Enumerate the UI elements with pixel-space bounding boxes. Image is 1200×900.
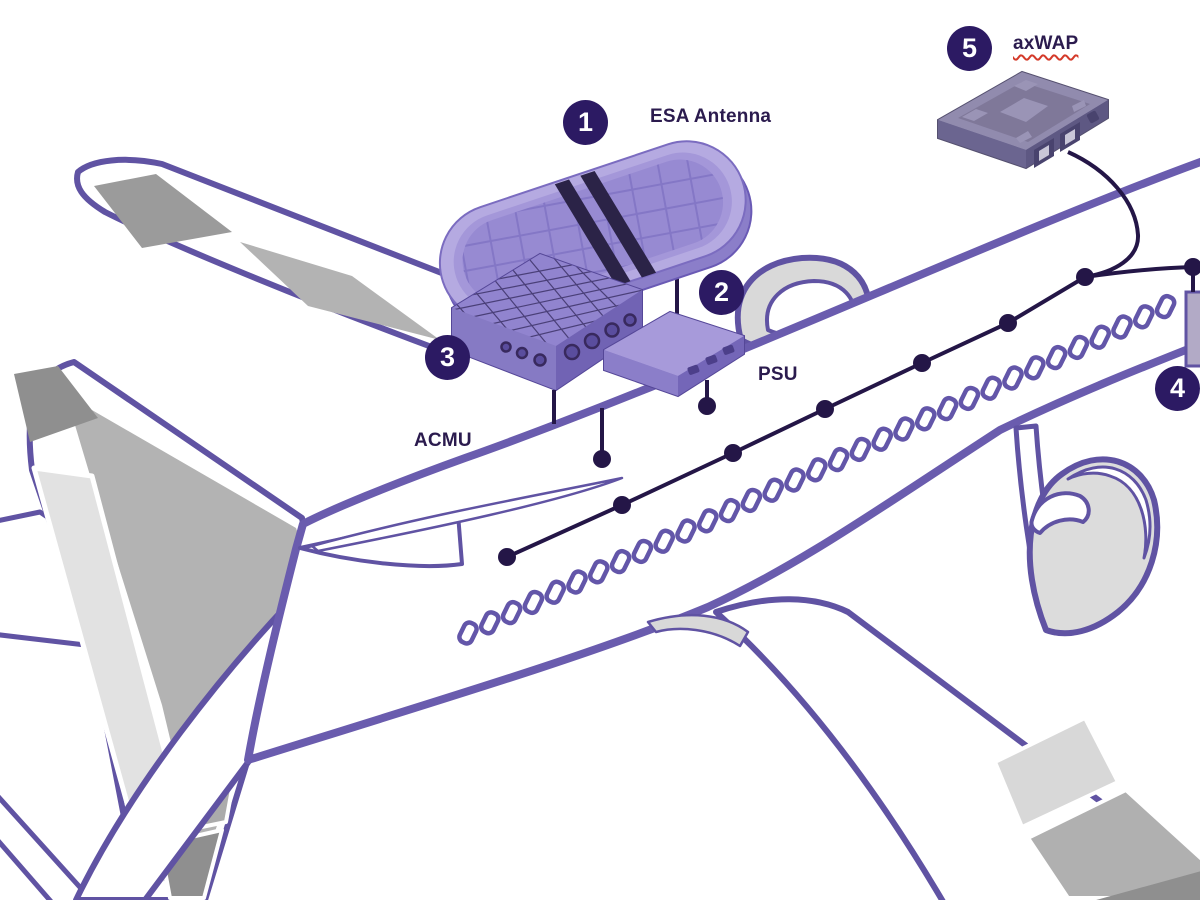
cabin-window <box>871 426 894 452</box>
cabin-window <box>958 385 981 412</box>
cabin-window <box>566 569 588 595</box>
cabin-window <box>1111 314 1133 340</box>
label-esa-antenna: ESA Antenna <box>650 106 772 127</box>
component-axwap <box>937 70 1109 170</box>
cabin-window <box>805 457 828 483</box>
component-psu <box>603 310 745 398</box>
acmu-top <box>452 254 642 346</box>
cable-nodes <box>498 258 1200 566</box>
cabin-window <box>609 548 632 575</box>
cabin-window <box>478 610 501 636</box>
cabin-window <box>1067 334 1090 361</box>
cabin-window <box>936 395 959 422</box>
axwap-corner-pads <box>962 80 1086 143</box>
tail-corner-lines <box>0 794 95 900</box>
cabin-window <box>675 518 697 544</box>
label-acmu: ACMU <box>414 430 472 451</box>
axwap-center-pad <box>1000 98 1048 122</box>
cabin-window <box>980 375 1003 401</box>
component-acmu <box>451 252 643 392</box>
cabin-window <box>696 508 719 534</box>
cabin-window <box>544 579 567 605</box>
axwap-front <box>938 120 1026 168</box>
acmu-connectors <box>500 313 637 367</box>
fin-panel-mid <box>66 395 305 872</box>
far-wing-panel-dark <box>94 174 232 248</box>
antenna-stripe-1 <box>554 179 631 287</box>
axwap-cable <box>1067 150 1141 279</box>
far-wing-panel-mid <box>240 242 440 340</box>
cabin-window <box>500 599 523 626</box>
belly-crease <box>310 476 624 553</box>
near-wing <box>646 596 1200 900</box>
cabin-window <box>1089 324 1112 350</box>
fin-panel-dark <box>14 366 98 442</box>
psu-front <box>604 350 678 396</box>
cabin-window <box>457 620 479 646</box>
cable-network <box>498 150 1200 566</box>
psu-ports <box>687 344 735 375</box>
cabin-window <box>827 446 850 473</box>
cabin-window <box>1023 355 1046 381</box>
wing-root-fairing <box>646 613 750 648</box>
psu-top <box>604 312 744 376</box>
cabin-window <box>1002 365 1024 391</box>
cabin-window <box>631 538 654 565</box>
cabin-window <box>522 589 545 616</box>
cabin-window <box>784 467 806 493</box>
cabin-window <box>1132 304 1155 330</box>
cabin-window <box>762 477 785 503</box>
callout-badge-1: 1 <box>563 100 608 145</box>
cabin-window <box>1154 293 1177 320</box>
cabin-windows <box>457 293 1177 646</box>
cabin-window <box>653 528 676 554</box>
callout-badge-2: 2 <box>699 270 744 315</box>
cabin-window <box>893 416 915 442</box>
axwap-ports <box>1034 110 1100 168</box>
cabin-window <box>718 497 741 524</box>
cabin-window <box>1045 344 1068 371</box>
label-psu: PSU <box>758 364 798 385</box>
near-wing-panel-mid <box>1026 788 1200 900</box>
engine-near-lip <box>1066 465 1152 560</box>
cabin-window <box>914 406 937 432</box>
cabin-window <box>587 559 610 585</box>
engine-near <box>1013 423 1161 637</box>
cabin-window <box>740 487 763 514</box>
callout-badge-3: 3 <box>425 335 470 380</box>
callout-badge-5: 5 <box>947 26 992 71</box>
near-wing-panel-dark <box>1096 871 1200 900</box>
callout-badge-4: 4 <box>1155 366 1200 411</box>
cabin-window <box>849 436 872 463</box>
near-wing-panel-light <box>993 716 1120 829</box>
acmu-texture <box>452 254 642 346</box>
antenna-stripe-2 <box>580 170 657 278</box>
label-axwap: axWAP <box>1013 33 1079 54</box>
component-4-partial <box>1184 290 1200 368</box>
engine-near-inlet <box>1029 491 1091 535</box>
